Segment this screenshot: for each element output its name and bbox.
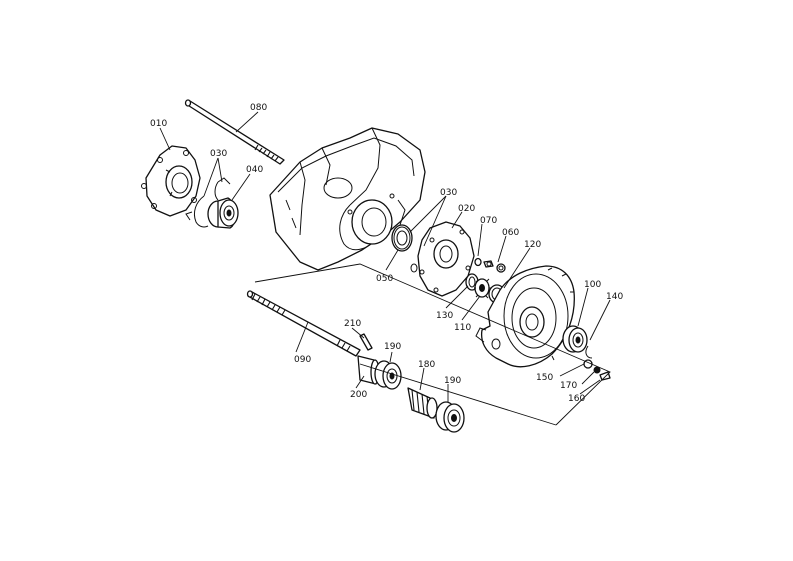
circlip-030-left[interactable] (185, 177, 231, 228)
washer-060[interactable] (496, 263, 506, 273)
flange-cover-010[interactable] (141, 145, 201, 217)
upper-shaft-080[interactable] (184, 99, 285, 165)
bearing-040[interactable] (207, 197, 239, 229)
lower-shaft-090[interactable] (246, 290, 361, 357)
callout-040: 040 (246, 165, 263, 175)
circlip-140[interactable] (585, 345, 593, 359)
callout-010: 010 (150, 119, 167, 129)
callout-130: 130 (436, 311, 453, 321)
callout-070: 070 (480, 216, 497, 226)
bolt-070[interactable] (474, 257, 494, 268)
callout-160: 160 (568, 394, 585, 404)
bearing-190-rear[interactable] (435, 401, 465, 433)
bearing-050[interactable] (391, 224, 413, 252)
callout-030-left: 030 (210, 149, 227, 159)
callout-180: 180 (418, 360, 435, 370)
callout-120: 120 (524, 240, 541, 250)
leader-lines (159, 111, 611, 402)
callout-050: 050 (376, 274, 393, 284)
callout-190-front: 190 (384, 342, 401, 352)
drive-cover-housing[interactable] (475, 265, 575, 368)
callout-090: 090 (294, 355, 311, 365)
gear-180[interactable] (407, 387, 438, 419)
pinion-gear-110[interactable] (474, 278, 491, 299)
callout-110: 110 (454, 323, 471, 333)
gearcase-housing[interactable] (269, 127, 426, 271)
callout-170: 170 (560, 381, 577, 391)
callout-030-right: 030 (440, 188, 457, 198)
callout-020: 020 (458, 204, 475, 214)
callout-140: 140 (606, 292, 623, 302)
callout-080: 080 (250, 103, 267, 113)
callout-labels: 010 030 040 080 030 020 070 060 120 050 … (150, 103, 623, 404)
bearing-100[interactable] (562, 325, 588, 353)
nut-170[interactable] (593, 366, 601, 374)
callout-060: 060 (502, 228, 519, 238)
callout-210: 210 (344, 319, 361, 329)
group-bracket-line-lower (359, 363, 557, 426)
group-bracket-line (254, 263, 611, 426)
callout-100: 100 (584, 280, 601, 290)
callout-200: 200 (350, 390, 367, 400)
callout-150: 150 (536, 373, 553, 383)
bearing-plate-020[interactable] (410, 221, 475, 297)
bearing-190-front[interactable] (374, 360, 402, 390)
key-210[interactable] (359, 333, 373, 351)
callout-190-rear: 190 (444, 376, 461, 386)
